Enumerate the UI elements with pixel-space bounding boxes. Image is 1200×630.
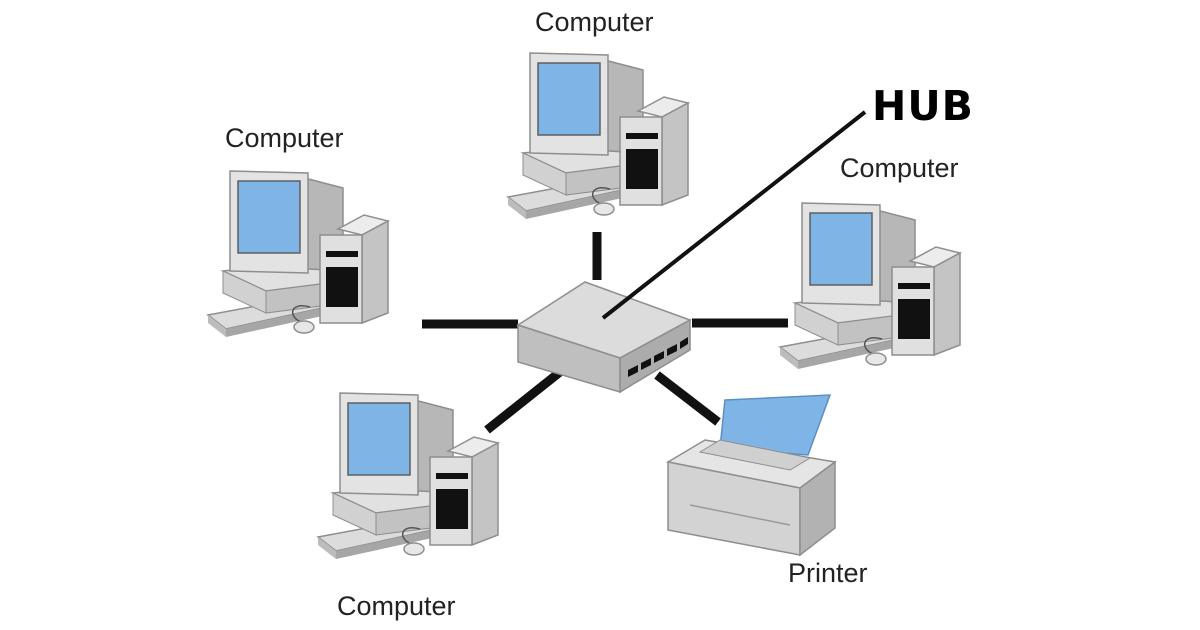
cable-printer	[654, 371, 721, 426]
cables	[422, 232, 788, 434]
cable-bottom	[484, 368, 563, 434]
printer-device	[665, 394, 837, 557]
computer-label-bottom: Computer	[337, 591, 456, 621]
computer-right	[779, 202, 961, 370]
computer-label-left: Computer	[225, 123, 344, 153]
hub-pointer-line	[601, 110, 867, 320]
computer-bottom	[317, 392, 499, 560]
hub-device	[516, 281, 692, 394]
computer-top	[507, 52, 689, 220]
computer-label-right: Computer	[840, 153, 959, 183]
computer-left	[207, 170, 389, 338]
computer-label-top: Computer	[535, 7, 654, 37]
hub-label: HUB	[872, 82, 974, 130]
printer-label: Printer	[788, 558, 868, 588]
